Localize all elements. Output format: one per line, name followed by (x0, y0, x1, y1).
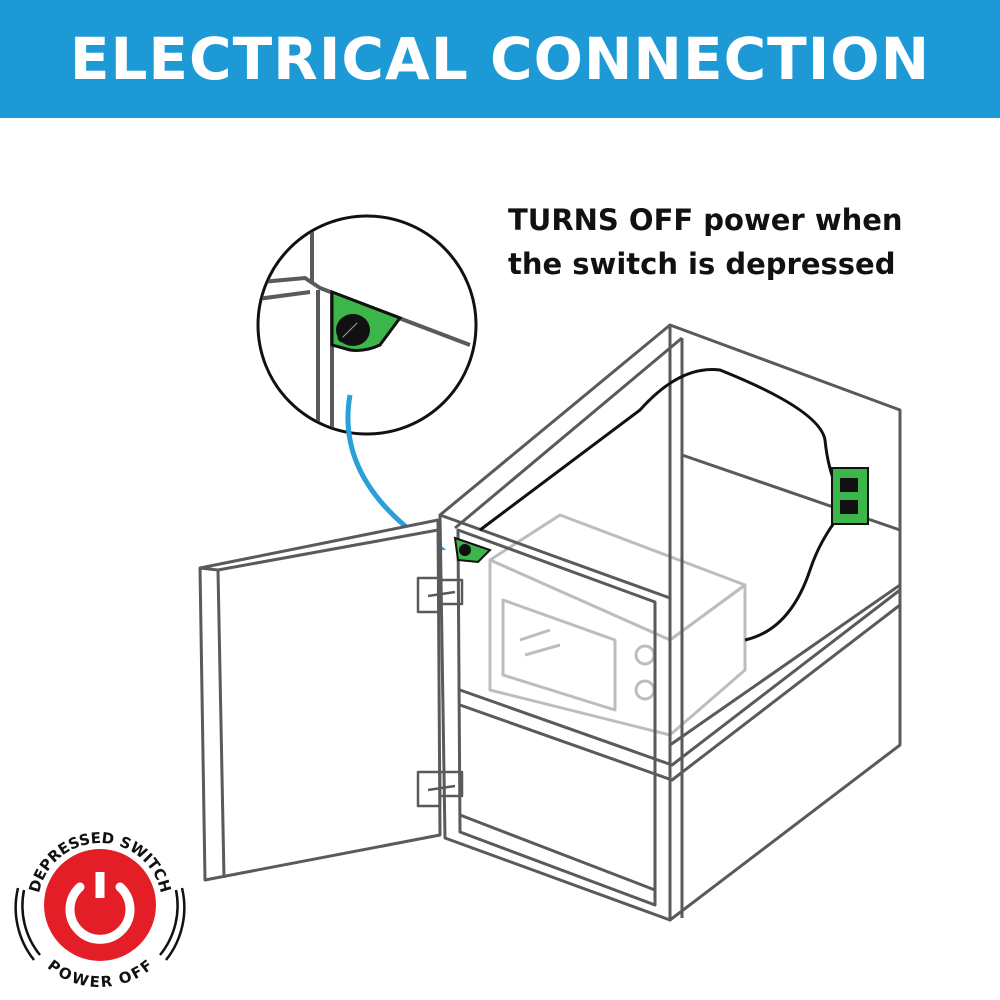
power-cord (479, 368, 842, 642)
caption-line-1: TURNS OFF power when (508, 203, 903, 237)
caption-line-2: the switch is depressed (508, 247, 896, 281)
svg-text:POWER OFF: POWER OFF (44, 956, 156, 991)
header-banner: ELECTRICAL CONNECTION (0, 0, 1000, 118)
wall-outlet (831, 467, 869, 525)
caption: TURNS OFF power when the switch is depre… (508, 198, 903, 286)
page-title: ELECTRICAL CONNECTION (69, 25, 931, 93)
cabinet-door (198, 518, 442, 882)
power-icon (65, 882, 135, 944)
cabinet-front-frame (438, 513, 672, 922)
badge-bottom-text: POWER OFF (44, 956, 156, 991)
cabinet-side-panel (668, 323, 902, 922)
hinge-top (416, 576, 464, 614)
hinge-bottom (416, 770, 464, 808)
cabinet-shelf (459, 588, 901, 767)
zoom-detail-circle (256, 214, 478, 436)
door-switch (453, 536, 492, 564)
depressed-switch-badge: DEPRESSED SWITCH POWER OFF (14, 829, 186, 991)
